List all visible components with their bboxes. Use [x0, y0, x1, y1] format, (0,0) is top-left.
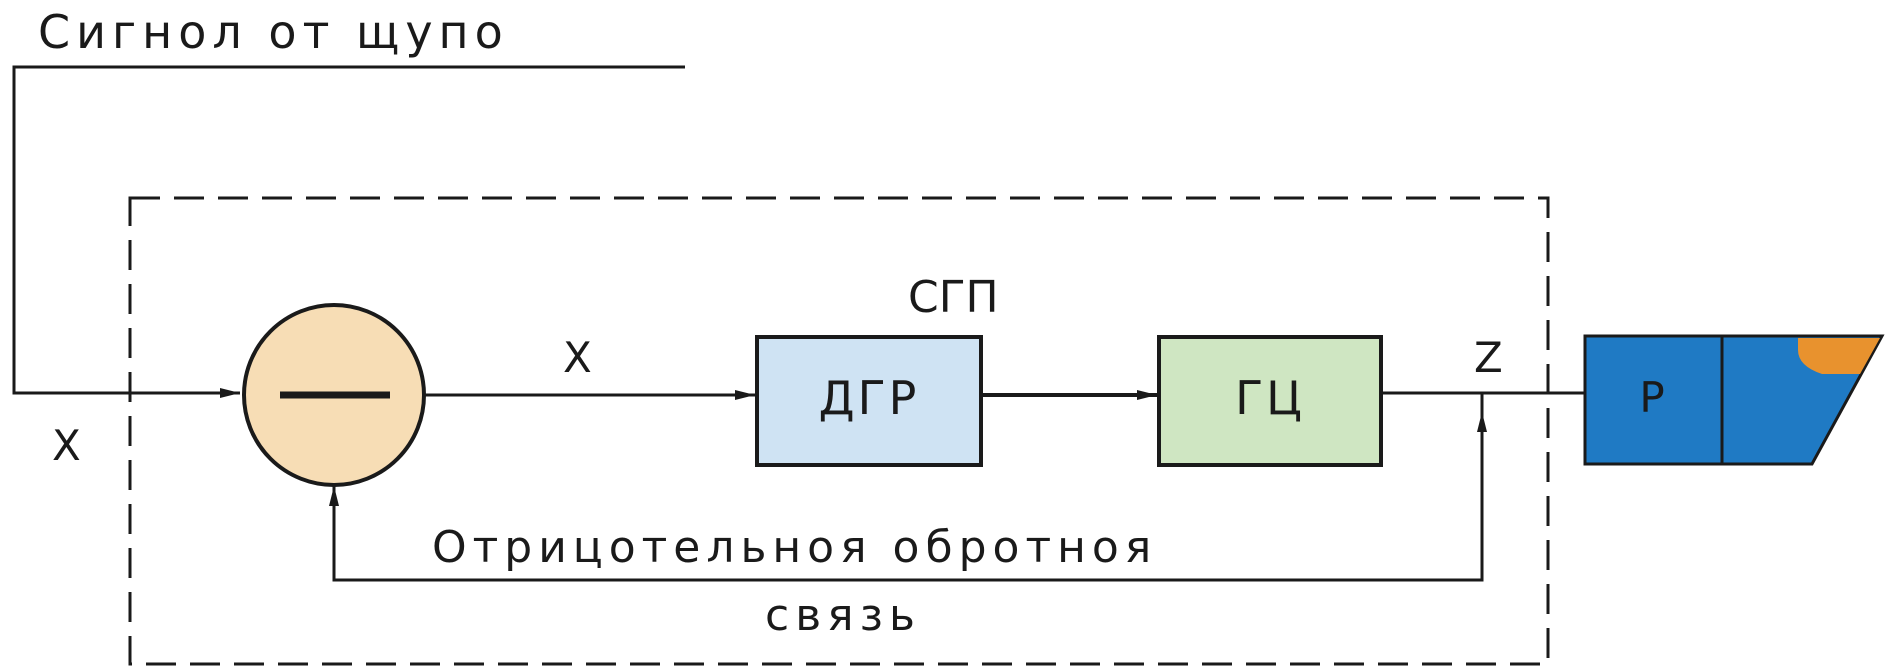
- feedback-label-line1: Отрицотельноя обротноя: [432, 522, 1157, 573]
- tool-tip-insert: [1798, 338, 1880, 374]
- probe-signal-line: [12, 65, 685, 398]
- cutting-tool: [1583, 334, 1885, 466]
- probe-signal-label: Сигнол от щупо: [38, 5, 509, 59]
- dgr-label: ДГР: [819, 371, 920, 425]
- dgr-block: [755, 335, 983, 467]
- sgp-label: СГП: [908, 272, 999, 323]
- error-x-label: X: [563, 333, 592, 382]
- feedback-line: [329, 393, 1484, 582]
- gc-block: [1157, 335, 1383, 467]
- tool-p-label: Р: [1639, 373, 1664, 422]
- feedback-label-line2: связь: [765, 590, 921, 641]
- gc-label: ГЦ: [1235, 371, 1305, 425]
- output-z-label: Z: [1474, 333, 1503, 382]
- input-x-label: X: [52, 421, 81, 470]
- system-boundary-dashed: [128, 196, 1550, 666]
